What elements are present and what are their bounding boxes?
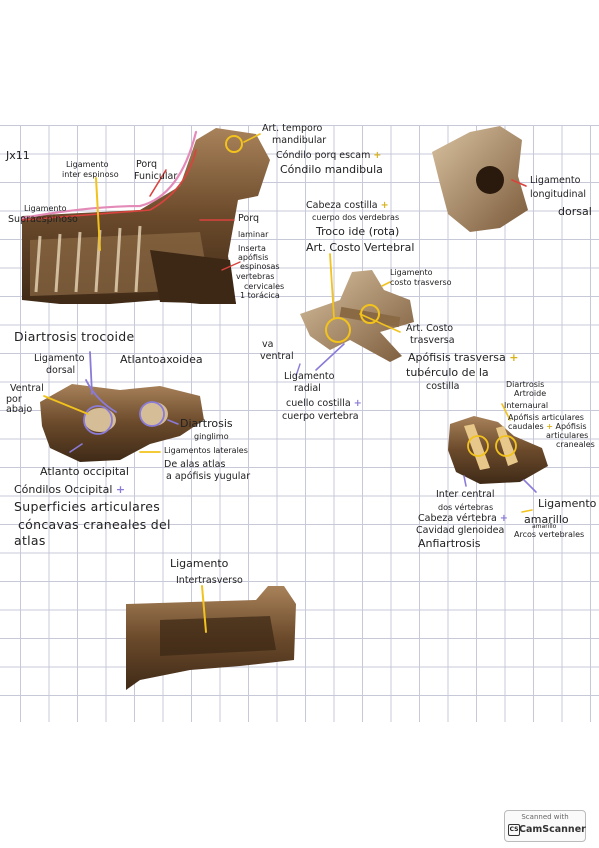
intertransverse-photo: [126, 586, 296, 690]
label-cavidad-glenoidea: Cavidad glenoidea: [416, 525, 505, 536]
label-apofisis-yugular: a apófisis yugular: [166, 471, 251, 482]
scanner-caption: Scanned with: [521, 813, 569, 821]
label-art-temporo: Art. temporo: [262, 123, 323, 134]
label-costilla: costilla: [426, 381, 460, 392]
label-condilo-mandibula: Cóndilo mandibula: [280, 163, 383, 176]
label-radial: radial: [294, 383, 321, 394]
plus-mark: +: [115, 483, 126, 496]
label-articulares-2: articulares: [546, 431, 589, 440]
label-cuerpo-vertebra: cuerpo vertebra: [282, 411, 359, 422]
label-dorsal-2: dorsal: [46, 365, 76, 376]
label-ligamento-7: Ligamento: [538, 497, 597, 510]
vertebra-top-right-photo: [432, 126, 528, 232]
label-intertrasverso: Intertrasverso: [176, 575, 243, 586]
label-porq-2: Porq: [238, 213, 259, 224]
label-por: por: [6, 394, 22, 405]
label-ventral: Ventral: [10, 383, 44, 394]
label-ginglimo: ginglimo: [194, 432, 229, 441]
label-tuberculo: tubérculo de la: [406, 366, 489, 379]
label-supraespinoso: Supraespinoso: [8, 214, 78, 225]
label-1-toracica: 1 torácica: [240, 291, 280, 300]
label-apofisis-articulares: Apófisis articulares: [508, 413, 584, 422]
label-ligamento-8: Ligamento: [170, 557, 229, 570]
label-craneales: craneales: [556, 440, 595, 449]
label-amarillo-2: amarillo: [532, 523, 557, 530]
scanner-brand: CamScanner: [519, 824, 586, 835]
label-artroide: Artroide: [514, 389, 547, 398]
label-ligamento-5: Ligamento: [34, 353, 85, 364]
label-atlanto-occipital: Atlanto occipital: [40, 465, 129, 478]
label-cabeza-vertebra: Cabeza vértebra +: [418, 513, 508, 524]
label-cuello-costilla: cuello costilla +: [286, 398, 362, 409]
label-arcos-vertebrales: Arcos vertebrales: [514, 530, 585, 539]
camscanner-badge: Scanned with CS CamScanner: [504, 810, 586, 842]
label-internaural: Internaural: [504, 401, 549, 410]
label-porq-1: Porq: [136, 159, 157, 170]
label-condilos-occipital: Cóndilos Occipital +: [14, 483, 126, 496]
label-apofisis-trasversa: Apófisis trasversa +: [408, 351, 519, 364]
label-trocoide-rota: Troco ide (rota): [316, 225, 400, 238]
label-diartrosis-2: Diartrosis: [506, 380, 545, 389]
label-atlas: atlas: [14, 533, 46, 548]
label-art-costo-vertebral: Art. Costo Vertebral: [306, 241, 415, 254]
label-atlantoaxoidea: Atlantoaxoidea: [120, 353, 203, 366]
skeleton-neck-photo: [22, 128, 270, 304]
label-cervicales: cervicales: [244, 282, 285, 291]
camscanner-logo-icon: CS: [508, 824, 520, 836]
label-ligamento-4: Ligamento: [530, 175, 581, 186]
label-ligamento-6: Ligamento: [284, 371, 335, 382]
rib-vertebra-photo: [300, 270, 414, 362]
label-cabeza-costilla: Cabeza costilla +: [306, 200, 389, 211]
label-superficies-articulares: Superficies articulares: [14, 499, 161, 514]
label-ligamentos-laterales: Ligamentos laterales: [164, 446, 248, 455]
label-ligamento-1: Ligamento: [66, 160, 109, 169]
label-dorsal-1: dorsal: [558, 205, 592, 218]
label-anfiartrosis: Anfiartrosis: [418, 537, 481, 550]
label-ligamento-3: Ligamento: [390, 268, 433, 277]
label-art-costo: Art. Costo: [406, 323, 454, 334]
label-mandibular: mandibular: [272, 135, 327, 146]
label-ventral-2: ventral: [260, 351, 294, 362]
label-apofisis-1: apófisis: [238, 253, 269, 262]
label-cuerpo-dos-verdebras: cuerpo dos verdebras: [312, 213, 400, 222]
atlas-photo: [40, 384, 204, 462]
page-tag: Jx11: [6, 149, 30, 162]
label-inter-espinoso: inter espinoso: [62, 170, 119, 179]
plus-mark: +: [373, 150, 382, 161]
label-vertebras: vertebras: [236, 272, 275, 281]
label-longitudinal: longitudinal: [530, 189, 587, 200]
label-dos-vertebras: dos vértebras: [438, 503, 494, 512]
label-espinosas: espinosas: [240, 262, 280, 271]
label-inter-central: Inter central: [436, 489, 495, 500]
label-inserta: Inserta: [238, 244, 266, 253]
label-costo-trasverso: costo trasverso: [390, 278, 452, 287]
label-va: va: [262, 339, 274, 350]
vertebra-right-middle-photo: [448, 416, 548, 484]
label-condilo-porq: Cóndilo porq escam +: [276, 150, 382, 161]
label-caudales: caudales + Apófisis: [508, 422, 587, 431]
label-concavas-craneales: cóncavas craneales del: [18, 517, 171, 532]
label-funicular: Funicular: [134, 171, 178, 182]
label-abajo: abajo: [6, 404, 33, 415]
plus-mark: +: [509, 351, 519, 364]
plus-mark: +: [546, 422, 553, 431]
label-amarillo-1: amarillo: [524, 513, 569, 526]
plus-mark: +: [353, 398, 362, 409]
label-diartrosis-trocoide: Diartrosis trocoide: [14, 329, 135, 344]
plus-mark: +: [380, 200, 389, 211]
plus-mark: +: [499, 513, 508, 524]
label-de-alas-atlas: De alas atlas: [164, 459, 226, 470]
label-laminar: laminar: [238, 230, 269, 239]
label-diartrosis-1: Diartrosis: [180, 417, 233, 430]
label-trasversa: trasversa: [410, 335, 455, 346]
label-ligamento-2: Ligamento: [24, 204, 67, 213]
